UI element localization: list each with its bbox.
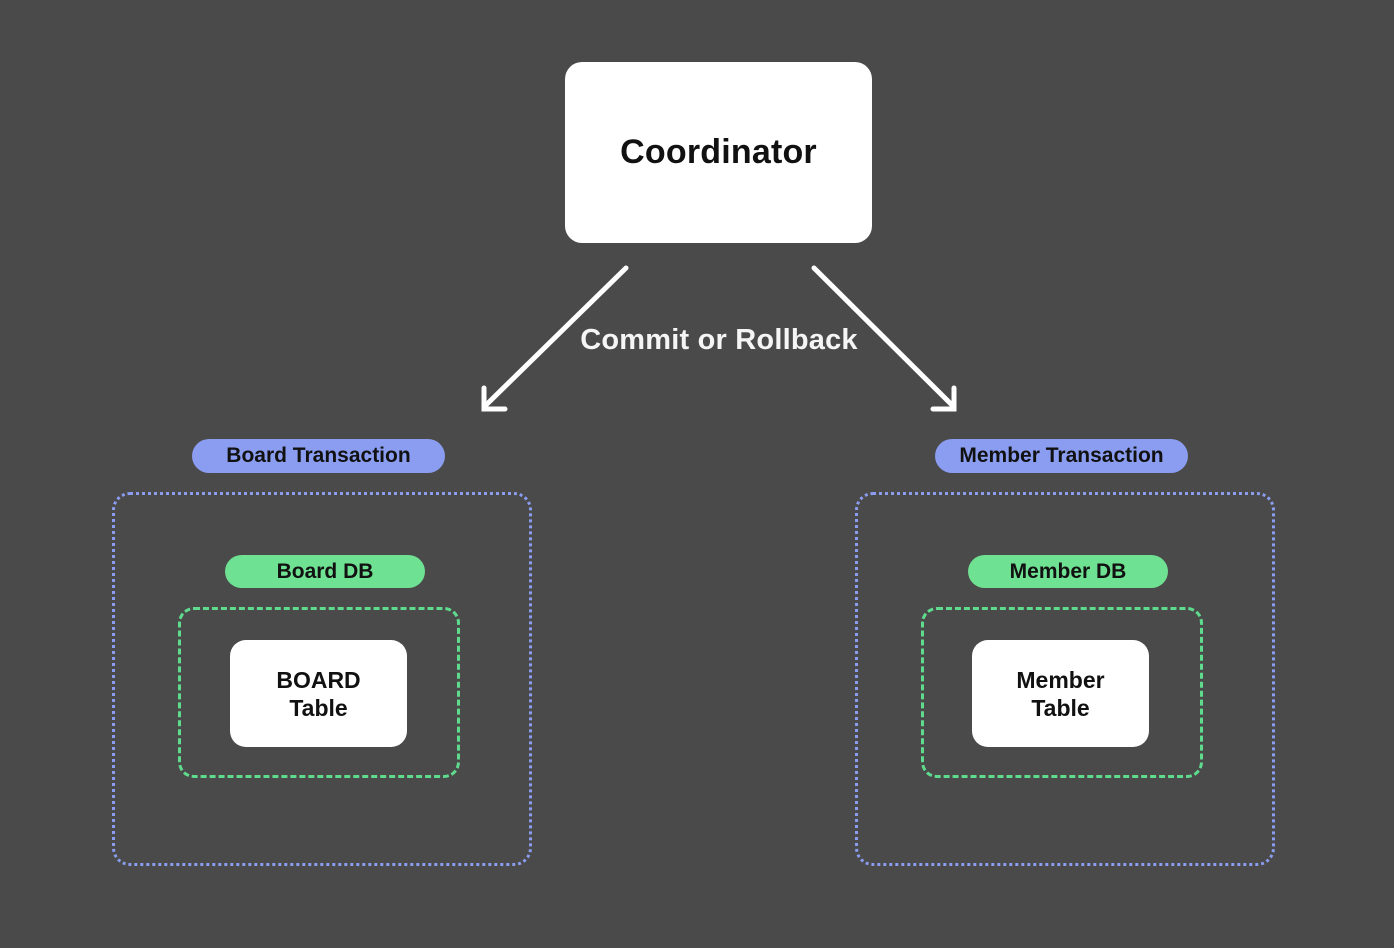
board-db-pill: Board DB [225,555,425,588]
board-table-node: BOARD Table [230,640,407,747]
member-transaction-pill: Member Transaction [935,439,1188,473]
board-db-boundary [178,607,460,778]
board-table-label-line2: Table [289,694,348,721]
member-table-label-line1: Member [1016,666,1105,693]
commit-rollback-label: Commit or Rollback [580,324,858,356]
member-table-label-line2: Table [1031,694,1090,721]
board-transaction-pill: Board Transaction [192,439,445,473]
board-transaction-boundary [112,492,532,866]
member-transaction-boundary [855,492,1275,866]
member-db-boundary [921,607,1203,778]
board-table-label-line1: BOARD [276,666,361,693]
coordinator-node: Coordinator [565,62,872,243]
member-table-node: Member Table [972,640,1149,747]
member-db-pill: Member DB [968,555,1168,588]
